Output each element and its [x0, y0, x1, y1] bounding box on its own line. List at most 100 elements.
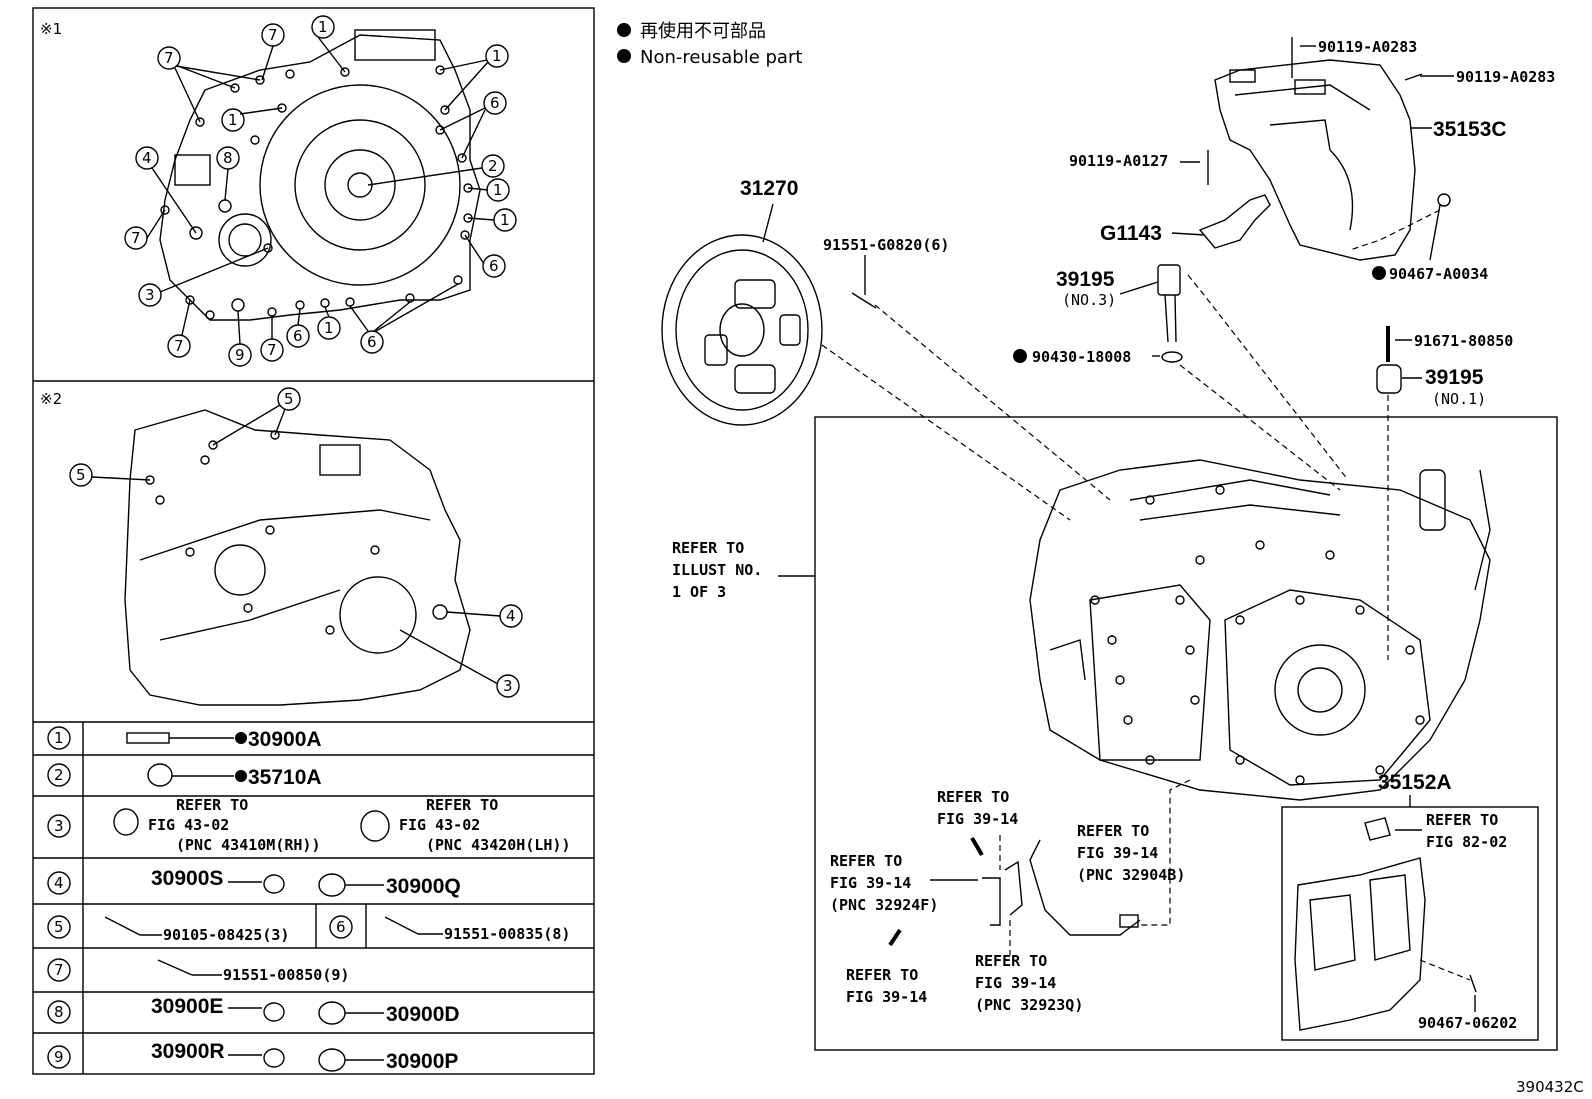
transaxle-bolts	[1090, 485, 1425, 785]
svg-text:30900S: 30900S	[151, 867, 223, 890]
part-clutch-disc: 31270	[740, 177, 798, 200]
svg-text:9: 9	[54, 1048, 64, 1066]
clamp-illustration	[1198, 194, 1271, 249]
part-nut-90467-06202: 90467-06202	[1418, 1014, 1517, 1032]
svg-text:7: 7	[131, 229, 141, 247]
svg-text:REFER TO: REFER TO	[937, 788, 1009, 806]
svg-text:30900R: 30900R	[151, 1040, 225, 1063]
part-transaxle-35152A: 35152A	[1378, 771, 1452, 794]
transaxle-case-illustration-1	[159, 29, 481, 321]
table-row-8: 8 30900E 30900D	[47, 995, 460, 1026]
svg-text:4: 4	[142, 149, 152, 167]
svg-text:FIG 43-02: FIG 43-02	[399, 816, 480, 834]
part-bracket-35153C: 35153C	[1433, 118, 1507, 141]
svg-text:FIG 82-02: FIG 82-02	[1426, 833, 1507, 851]
callouts-section-1: 7 7 1 1 1 4 8 6 2 1 7 1 6 3 7 9 7 6 1 6	[124, 15, 517, 367]
legend-label-jp: 再使用不可部品	[640, 21, 766, 42]
svg-text:30900P: 30900P	[386, 1050, 458, 1073]
svg-text:30900Q: 30900Q	[386, 875, 461, 898]
svg-text:30900E: 30900E	[151, 995, 223, 1018]
svg-text:(PNC 32904B): (PNC 32904B)	[1077, 866, 1185, 884]
part-bolt-top-1: 90119-A0283	[1318, 38, 1417, 56]
svg-text:8: 8	[223, 149, 233, 167]
svg-text:7: 7	[267, 341, 277, 359]
table-row-1: 1 30900A	[47, 726, 322, 751]
part-disc-bolt: 91551-G0820(6)	[823, 236, 949, 254]
svg-text:9: 9	[235, 346, 245, 364]
table-row-4: 4 30900S 30900Q	[47, 867, 461, 898]
svg-text:90105-08425(3): 90105-08425(3)	[163, 926, 289, 944]
table-row-7: 7 91551-00850(9)	[47, 958, 349, 984]
svg-text:1: 1	[228, 111, 238, 129]
dashed-leaders	[821, 209, 1441, 660]
section-mark-1: ※1	[40, 20, 62, 38]
svg-text:6: 6	[367, 333, 377, 351]
clutch-disc-illustration	[661, 234, 823, 426]
svg-text:FIG 39-14: FIG 39-14	[1077, 844, 1158, 862]
svg-text:REFER TO: REFER TO	[846, 966, 918, 984]
left-panel-frame	[32, 7, 595, 1075]
svg-text:FIG 39-14: FIG 39-14	[830, 874, 911, 892]
bolt-holes-2	[145, 430, 448, 635]
transaxle-illustration	[1029, 459, 1491, 801]
transaxle-case-illustration-2	[124, 409, 471, 706]
svg-text:5: 5	[76, 466, 86, 484]
illustration-id: 390432C	[1516, 1078, 1584, 1096]
part-sleeve-no3: 39195	[1056, 268, 1115, 291]
svg-text:6: 6	[336, 918, 346, 936]
svg-text:REFER TO: REFER TO	[975, 952, 1047, 970]
ref-illust-line1: REFER TO	[672, 539, 744, 557]
bracket-illustration	[1214, 59, 1416, 261]
svg-text:6: 6	[293, 327, 303, 345]
legend: 再使用不可部品 Non-reusable part	[617, 21, 802, 68]
bolt-holes-1	[160, 65, 473, 320]
svg-text:(PNC 43410M(RH)): (PNC 43410M(RH))	[176, 836, 321, 854]
svg-text:91551-00850(9): 91551-00850(9)	[223, 966, 349, 984]
svg-text:REFER TO: REFER TO	[176, 796, 248, 814]
part-washer-90430-18008: 90430-18008	[1032, 348, 1131, 366]
table-row-3: 3 REFER TO FIG 43-02 (PNC 43410M(RH)) RE…	[47, 796, 571, 854]
svg-text:7: 7	[174, 337, 184, 355]
svg-text:3: 3	[54, 817, 64, 835]
part-bolt-top-2: 90119-A0283	[1456, 68, 1555, 86]
table-row-5-6: 5 90105-08425(3) 6 91551-00835(8)	[47, 915, 570, 944]
svg-text:1: 1	[492, 47, 502, 65]
part-sleeve-no3-sub: (NO.3)	[1062, 291, 1116, 309]
svg-text:REFER TO: REFER TO	[1077, 822, 1149, 840]
ref-illust-line2: ILLUST NO.	[672, 561, 762, 579]
svg-text:6: 6	[489, 257, 499, 275]
svg-text:4: 4	[54, 874, 64, 892]
part-30900A: 30900A	[248, 728, 322, 751]
subassembly-frame	[1281, 806, 1539, 1041]
svg-text:1: 1	[54, 729, 64, 747]
sleeve-no1-illustration	[1376, 326, 1402, 394]
table-row-2: 2 35710A	[47, 763, 322, 789]
svg-text:7: 7	[164, 49, 174, 67]
svg-text:FIG 39-14: FIG 39-14	[846, 988, 927, 1006]
svg-text:REFER TO: REFER TO	[1426, 811, 1498, 829]
svg-text:1: 1	[318, 18, 328, 36]
valve-body-cover-illustration	[1294, 817, 1426, 1031]
svg-text:7: 7	[54, 961, 64, 979]
svg-text:5: 5	[54, 918, 64, 936]
svg-text:5: 5	[284, 390, 294, 408]
svg-text:1: 1	[324, 319, 334, 337]
svg-text:4: 4	[506, 607, 516, 625]
parts-table-grid	[33, 722, 594, 1074]
part-bolt-91671-80850: 91671-80850	[1414, 332, 1513, 350]
part-35710A: 35710A	[248, 766, 322, 789]
section-mark-2: ※2	[40, 390, 62, 408]
svg-text:(PNC 32923Q): (PNC 32923Q)	[975, 996, 1083, 1014]
svg-text:7: 7	[268, 26, 278, 44]
svg-text:2: 2	[54, 766, 64, 784]
ref-illust-line3: 1 OF 3	[672, 583, 726, 601]
transaxle-assembly-frame	[814, 416, 1558, 1051]
part-bolt-mid: 90119-A0127	[1069, 152, 1168, 170]
svg-text:FIG 39-14: FIG 39-14	[937, 810, 1018, 828]
sensor-bolt-illustration	[888, 836, 1141, 947]
svg-text:91551-00835(8): 91551-00835(8)	[444, 925, 570, 943]
svg-text:1: 1	[493, 181, 503, 199]
part-nut-90467-A0034: 90467-A0034	[1389, 265, 1488, 283]
svg-text:30900D: 30900D	[386, 1003, 460, 1026]
